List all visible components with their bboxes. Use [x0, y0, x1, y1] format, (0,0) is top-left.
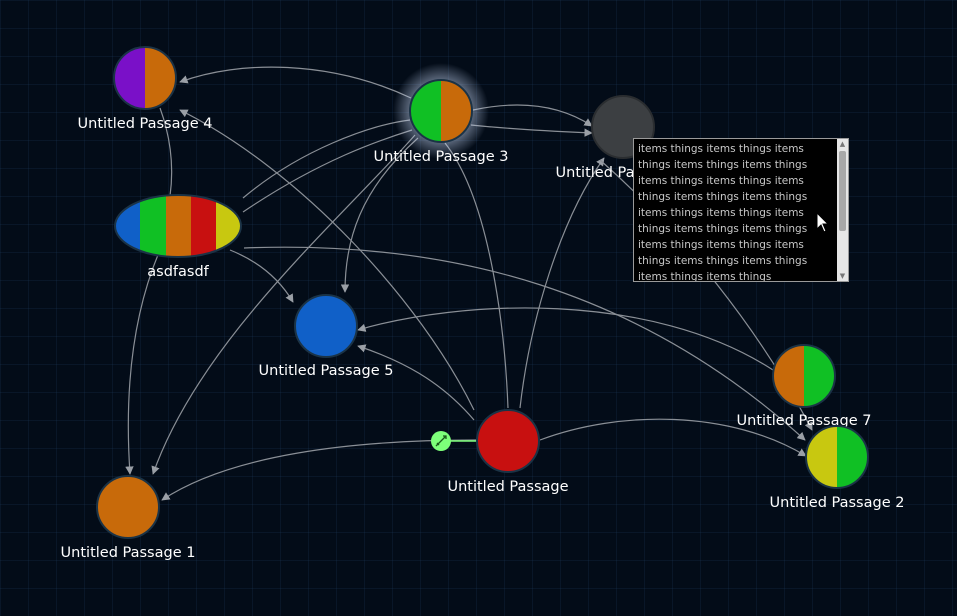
edge — [357, 344, 475, 421]
passage-label: Untitled Passage 2 — [770, 495, 905, 511]
passage-node-p5[interactable]: Untitled Passage 5 — [259, 294, 394, 379]
passage-preview-tooltip[interactable]: items things items things items things i… — [633, 138, 849, 282]
passage-label: Untitled Passage 3 — [374, 149, 509, 165]
scroll-up-icon[interactable]: ▲ — [839, 140, 846, 148]
edge — [340, 137, 419, 293]
mouse-cursor-icon — [816, 212, 830, 233]
passage-label: Untitled Passage 4 — [78, 116, 213, 132]
edge — [179, 66, 412, 99]
passage-label: Untitled Passage 5 — [259, 363, 394, 379]
passage-label: Untitled Passage 7 — [737, 413, 872, 429]
tooltip-scrollbar[interactable]: ▲ ▼ — [837, 139, 848, 281]
edge — [519, 157, 605, 409]
passage-node-p1[interactable]: Untitled Passage 1 — [61, 475, 196, 561]
scroll-down-icon[interactable]: ▼ — [839, 272, 846, 280]
passage-label: Untitled Passage 1 — [61, 545, 196, 561]
scroll-thumb[interactable] — [839, 151, 846, 231]
edge — [242, 119, 411, 199]
edge — [229, 249, 294, 303]
edge — [539, 418, 807, 457]
edge — [472, 104, 593, 127]
edge — [243, 246, 806, 441]
edge — [125, 249, 161, 475]
edge — [470, 124, 593, 137]
passage-preview-text: items things items things items things i… — [638, 143, 808, 282]
passage-node-asdf[interactable]: asdfasdf — [114, 194, 242, 280]
edge — [159, 107, 173, 197]
edges — [125, 66, 813, 501]
passage-node-p4[interactable]: Untitled Passage 4 — [78, 46, 213, 132]
edge — [151, 134, 416, 475]
rocket-icon[interactable] — [431, 431, 451, 451]
passage-node-p7[interactable]: Untitled Passage 7 — [737, 344, 872, 429]
edge — [357, 307, 774, 371]
edge — [444, 142, 509, 409]
passage-label: Untitled Passage — [447, 479, 568, 495]
passage-node-p2[interactable]: Untitled Passage 2 — [770, 425, 905, 511]
edge — [179, 109, 475, 411]
edge — [161, 439, 477, 501]
passage-label: asdfasdf — [147, 264, 209, 280]
passage-node-p0[interactable]: Untitled Passage — [447, 409, 569, 495]
